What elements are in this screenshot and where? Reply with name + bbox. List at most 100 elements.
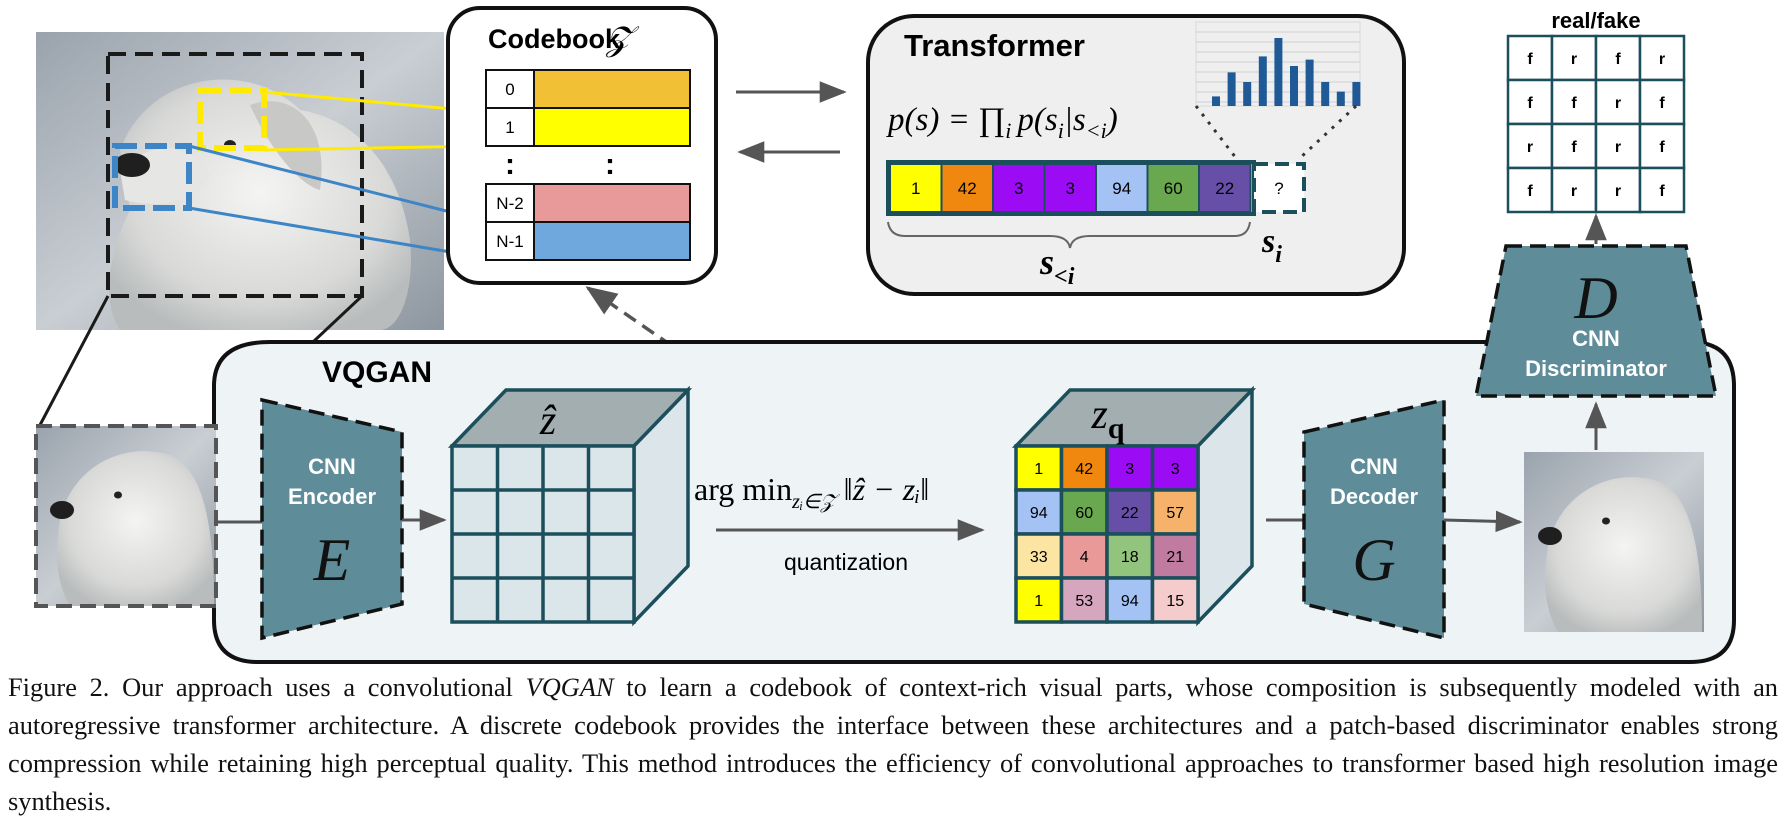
real-fake-value: f [1527, 95, 1533, 112]
real-fake-value: r [1659, 51, 1665, 68]
histogram-bar [1212, 96, 1220, 106]
real-fake-title: real/fake [1551, 8, 1640, 33]
real-fake-value: f [1659, 139, 1665, 156]
quantized-value: 21 [1166, 549, 1184, 566]
histogram-bar [1290, 66, 1298, 106]
quantized-value: 42 [1075, 461, 1093, 478]
real-fake-cell [1550, 78, 1598, 126]
token-cell [1095, 163, 1149, 213]
codebook-index: N-2 [496, 194, 523, 213]
caption-emphasis: VQGAN [525, 672, 614, 702]
real-fake-cell [1638, 166, 1686, 214]
real-fake-value: f [1527, 183, 1533, 200]
real-fake-value: f [1659, 183, 1665, 200]
quantized-value: 94 [1030, 505, 1048, 522]
token-value: 22 [1215, 179, 1234, 198]
quantized-value: 22 [1121, 505, 1139, 522]
token-cell [992, 163, 1046, 213]
quantized-value: 15 [1166, 593, 1184, 610]
token-value: 60 [1164, 179, 1183, 198]
quantized-value: 94 [1121, 593, 1139, 610]
codebook-index: N-1 [496, 232, 523, 251]
codebook-entry-color [533, 107, 691, 147]
query-token [1252, 162, 1306, 214]
quantization-label: quantization [784, 549, 908, 575]
token-cell [1198, 163, 1252, 213]
quantized-value: 18 [1121, 549, 1139, 566]
codebook-entries: 01N-2N-1:: [485, 69, 691, 261]
figure-caption: Figure 2. Our approach uses a convolutio… [8, 668, 1778, 820]
real-fake-value: r [1571, 51, 1577, 68]
encoder-label-line1: CNN [308, 454, 356, 479]
token-value: 94 [1112, 179, 1131, 198]
histogram-bar [1274, 38, 1283, 106]
quantized-cell [1150, 488, 1200, 536]
real-fake-value: f [1571, 95, 1577, 112]
zq-label: zq [1090, 392, 1124, 445]
histogram-bar [1352, 82, 1361, 106]
real-fake-value: f [1615, 51, 1621, 68]
cnn-discriminator: D CNN Discriminator [1473, 244, 1719, 398]
real-fake-cell [1594, 78, 1642, 126]
vqgan-title: VQGAN [322, 356, 432, 389]
real-fake-value: f [1659, 95, 1665, 112]
real-fake-value: r [1615, 139, 1621, 156]
zhat-label: ẑ [539, 398, 557, 444]
quantization-step: arg minzᵢ∈𝒵‖ẑ − zᵢ‖ quantization [694, 471, 985, 575]
codebook-entry-color [533, 183, 691, 223]
cnn-decoder: CNN Decoder G [1302, 397, 1446, 641]
token-cell [889, 163, 943, 213]
discriminator-label-line2: Discriminator [1525, 356, 1667, 381]
probability-histogram [1195, 21, 1361, 107]
decoder-label-line2: Decoder [1330, 484, 1418, 509]
quantized-value: 3 [1125, 461, 1134, 478]
codebook-ellipsis: : [505, 148, 515, 181]
discriminator-symbol: D [1573, 265, 1617, 331]
argmin-expression: arg minzᵢ∈𝒵‖ẑ − zᵢ‖ [694, 471, 929, 513]
caption-text: to learn a codebook of context-rich visu… [8, 672, 1778, 816]
vqgan-figure: Codebook 𝒵 01N-2N-1:: Transformer p(s) =… [34, 6, 1736, 664]
transformer-title: Transformer [904, 28, 1085, 63]
real-fake-value: r [1527, 139, 1533, 156]
quantized-cell [1150, 576, 1200, 624]
quantized-cell [1014, 444, 1064, 492]
codebook-entry-color [533, 69, 691, 109]
real-fake-value: r [1615, 183, 1621, 200]
histogram-bar [1258, 56, 1267, 106]
latent-cube: ẑ [447, 385, 693, 627]
real-fake-cell [1506, 122, 1554, 170]
histogram-bar [1305, 59, 1314, 106]
histogram-bar [1243, 82, 1252, 106]
codebook-index: 0 [505, 80, 514, 99]
codebook-panel: Codebook 𝒵 01N-2N-1:: [446, 6, 718, 285]
reconstructed-image [1524, 452, 1704, 632]
quantized-cell [1105, 532, 1155, 580]
histogram-bar [1321, 82, 1330, 106]
query-token-label: ? [1274, 179, 1283, 198]
real-fake-value: f [1571, 139, 1577, 156]
token-value: 1 [911, 179, 920, 198]
codebook-index: 1 [505, 118, 514, 137]
next-token-label: si [1261, 223, 1282, 268]
token-cell [940, 163, 994, 213]
quantized-value: 3 [1171, 461, 1180, 478]
real-fake-value: r [1615, 95, 1621, 112]
codebook-title: Codebook [488, 24, 621, 54]
quantized-cell [1014, 576, 1064, 624]
encoder-input-image [34, 424, 218, 608]
histogram-bar [1227, 72, 1236, 106]
caption-label: Figure 2. Our approach uses a convolutio… [8, 672, 513, 702]
quantized-value: 4 [1080, 549, 1089, 566]
codebook-entry-color [533, 221, 691, 261]
context-label: s<i [1039, 242, 1075, 290]
quantized-value: 1 [1034, 593, 1043, 610]
quantized-value: 53 [1075, 593, 1093, 610]
real-fake-cell [1638, 34, 1686, 82]
token-value: 3 [1066, 179, 1075, 198]
token-value: 42 [958, 179, 977, 198]
quantized-value: 33 [1030, 549, 1048, 566]
